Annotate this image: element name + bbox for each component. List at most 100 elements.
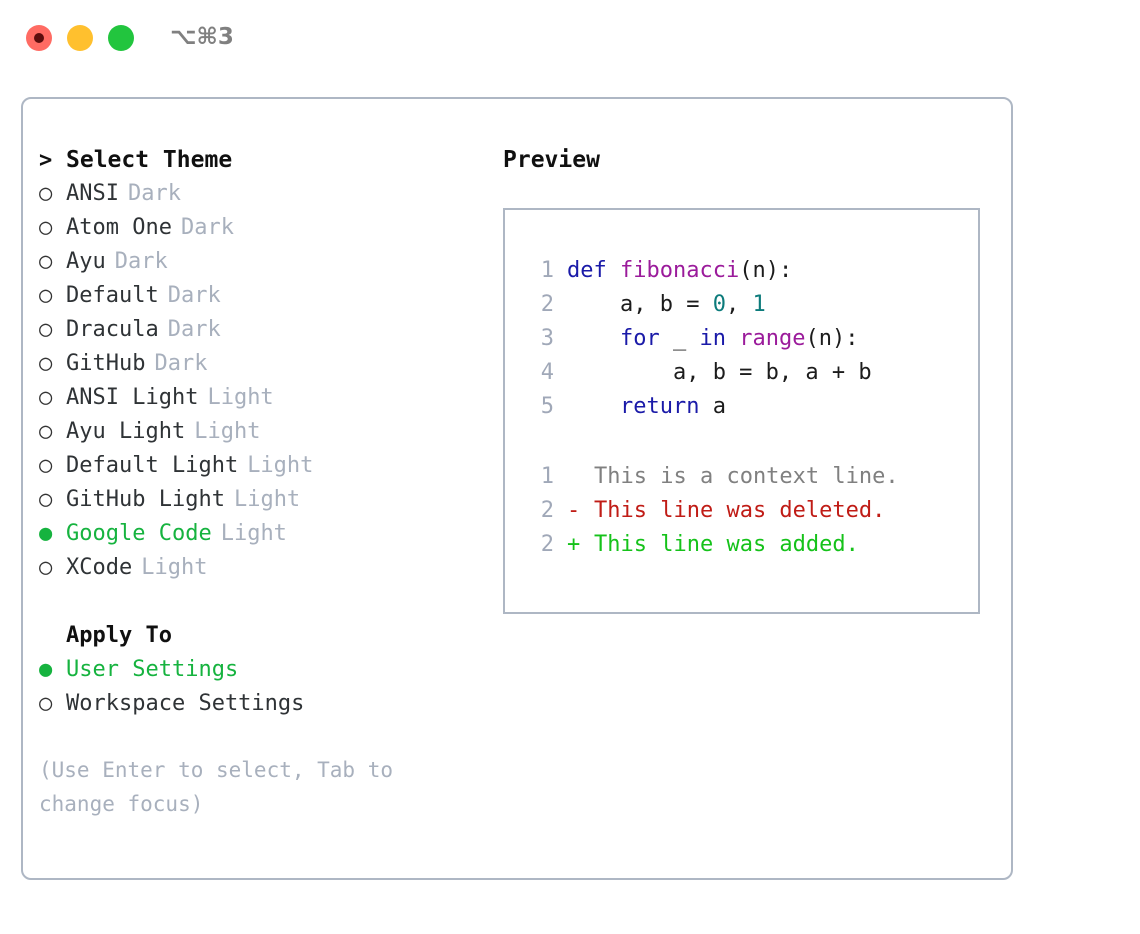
diff-sign xyxy=(567,464,594,489)
code-token-txt xyxy=(567,394,620,419)
apply-to-option-label: User Settings xyxy=(66,657,239,682)
code-token-txt: a xyxy=(699,394,726,419)
radio-unselected-icon[interactable]: ○ xyxy=(39,487,53,512)
theme-list-item[interactable]: ○ Ayu Dark xyxy=(39,249,469,283)
apply-to-option-label: Workspace Settings xyxy=(66,691,305,716)
theme-variant-badge: Light xyxy=(233,487,301,512)
diff-sample: 1 This is a context line.2-This line was… xyxy=(523,464,978,566)
code-token-fn: fibonacci xyxy=(619,258,740,283)
radio-unselected-icon[interactable]: ○ xyxy=(39,691,53,716)
theme-variant-badge: Light xyxy=(141,555,208,580)
theme-list-item[interactable]: ○ XCode Light xyxy=(39,555,469,589)
minimize-button[interactable] xyxy=(67,25,93,51)
keyboard-hint: (Use Enter to select, Tab to change focu… xyxy=(39,758,394,816)
code-token-kw: def xyxy=(567,258,620,283)
theme-name: ANSI Light xyxy=(66,385,199,410)
radio-unselected-icon[interactable]: ○ xyxy=(39,283,53,308)
code-line: 3 for _ in range(n): xyxy=(523,326,978,360)
theme-variant-badge: Light xyxy=(247,453,314,478)
apply-to-option[interactable]: ● User Settings xyxy=(39,657,469,691)
code-token-txt: , xyxy=(725,292,753,317)
code-token-fn: range xyxy=(739,326,806,351)
code-token-txt: (n): xyxy=(805,326,859,351)
theme-name: GitHub Light xyxy=(66,487,225,512)
theme-variant-badge: Dark xyxy=(114,249,168,274)
theme-name: Default xyxy=(66,283,159,308)
radio-unselected-icon[interactable]: ○ xyxy=(39,249,53,274)
diff-line-deleted: 2-This line was deleted. xyxy=(523,498,978,532)
theme-variant-badge: Dark xyxy=(180,215,234,240)
code-token-txt: a, b = xyxy=(567,292,713,317)
close-button[interactable] xyxy=(26,25,52,51)
radio-unselected-icon[interactable]: ○ xyxy=(39,215,53,240)
apply-to-header: Apply To xyxy=(39,623,469,657)
theme-picker-header: > Select Theme xyxy=(39,147,469,181)
theme-name: XCode xyxy=(66,555,133,580)
diff-line-added: 2 + This line was added. xyxy=(523,532,978,566)
window-title-shortcut: ⌥⌘3 xyxy=(170,24,234,50)
theme-variant-badge: Dark xyxy=(127,181,181,206)
line-number: 2 xyxy=(540,498,554,523)
code-token-txt xyxy=(567,326,620,351)
radio-unselected-icon[interactable]: ○ xyxy=(39,419,53,444)
theme-picker-title: Select Theme xyxy=(66,147,233,173)
diff-text: This line was added. xyxy=(594,532,859,557)
code-token-txt: _ xyxy=(659,326,700,351)
theme-variant-badge: Light xyxy=(207,385,274,410)
code-line: 4 a, b = b, a + b xyxy=(523,360,978,394)
diff-text: This line was deleted. xyxy=(594,498,886,523)
radio-unselected-icon[interactable]: ○ xyxy=(39,453,53,478)
theme-variant-badge: Light xyxy=(220,521,287,546)
apply-to-title: Apply To xyxy=(66,623,172,648)
code-token-txt: (n): xyxy=(739,258,793,283)
prompt-caret-icon: > xyxy=(39,148,53,173)
radio-selected-icon[interactable]: ● xyxy=(39,657,53,682)
code-token-txt: a, b = b, a + b xyxy=(567,360,872,385)
theme-name: Default Light xyxy=(66,453,239,478)
radio-selected-icon[interactable]: ● xyxy=(39,521,53,546)
preview-title: Preview xyxy=(503,147,600,173)
radio-unselected-icon[interactable]: ○ xyxy=(39,555,53,580)
theme-variant-badge: Dark xyxy=(167,317,221,342)
theme-name: Ayu xyxy=(66,249,106,274)
theme-list-item[interactable]: ○ Dracula Dark xyxy=(39,317,469,351)
recording-indicator-icon xyxy=(34,33,44,43)
radio-unselected-icon[interactable]: ○ xyxy=(39,317,53,342)
theme-variant-badge: Dark xyxy=(154,351,208,376)
line-number: 2 xyxy=(540,532,554,557)
theme-list-item[interactable]: ○ ANSI Light Light xyxy=(39,385,469,419)
theme-list-item[interactable]: ○ Default Light Light xyxy=(39,453,469,487)
theme-list-item[interactable]: ○ GitHub Light Light xyxy=(39,487,469,521)
list-spacer xyxy=(39,589,469,623)
line-number: 4 xyxy=(540,360,554,385)
diff-sign: - xyxy=(567,498,581,523)
radio-unselected-icon[interactable]: ○ xyxy=(39,385,53,410)
radio-unselected-icon[interactable]: ○ xyxy=(39,181,53,206)
radio-unselected-icon[interactable]: ○ xyxy=(39,351,53,376)
theme-list-item[interactable]: ○ GitHub Dark xyxy=(39,351,469,385)
code-token-txt xyxy=(726,326,739,351)
diff-sign: + xyxy=(567,532,581,557)
line-number: 3 xyxy=(540,326,554,351)
theme-variant-badge: Light xyxy=(194,419,261,444)
theme-name: Dracula xyxy=(66,317,159,342)
diff-line-context: 1 This is a context line. xyxy=(523,464,978,498)
code-line: 2 a, b = 0, 1 xyxy=(523,292,978,326)
apply-to-option[interactable]: ○ Workspace Settings xyxy=(39,691,469,725)
theme-name: GitHub xyxy=(66,351,146,376)
maximize-button[interactable] xyxy=(108,25,134,51)
diff-text: This is a context line. xyxy=(594,464,899,489)
